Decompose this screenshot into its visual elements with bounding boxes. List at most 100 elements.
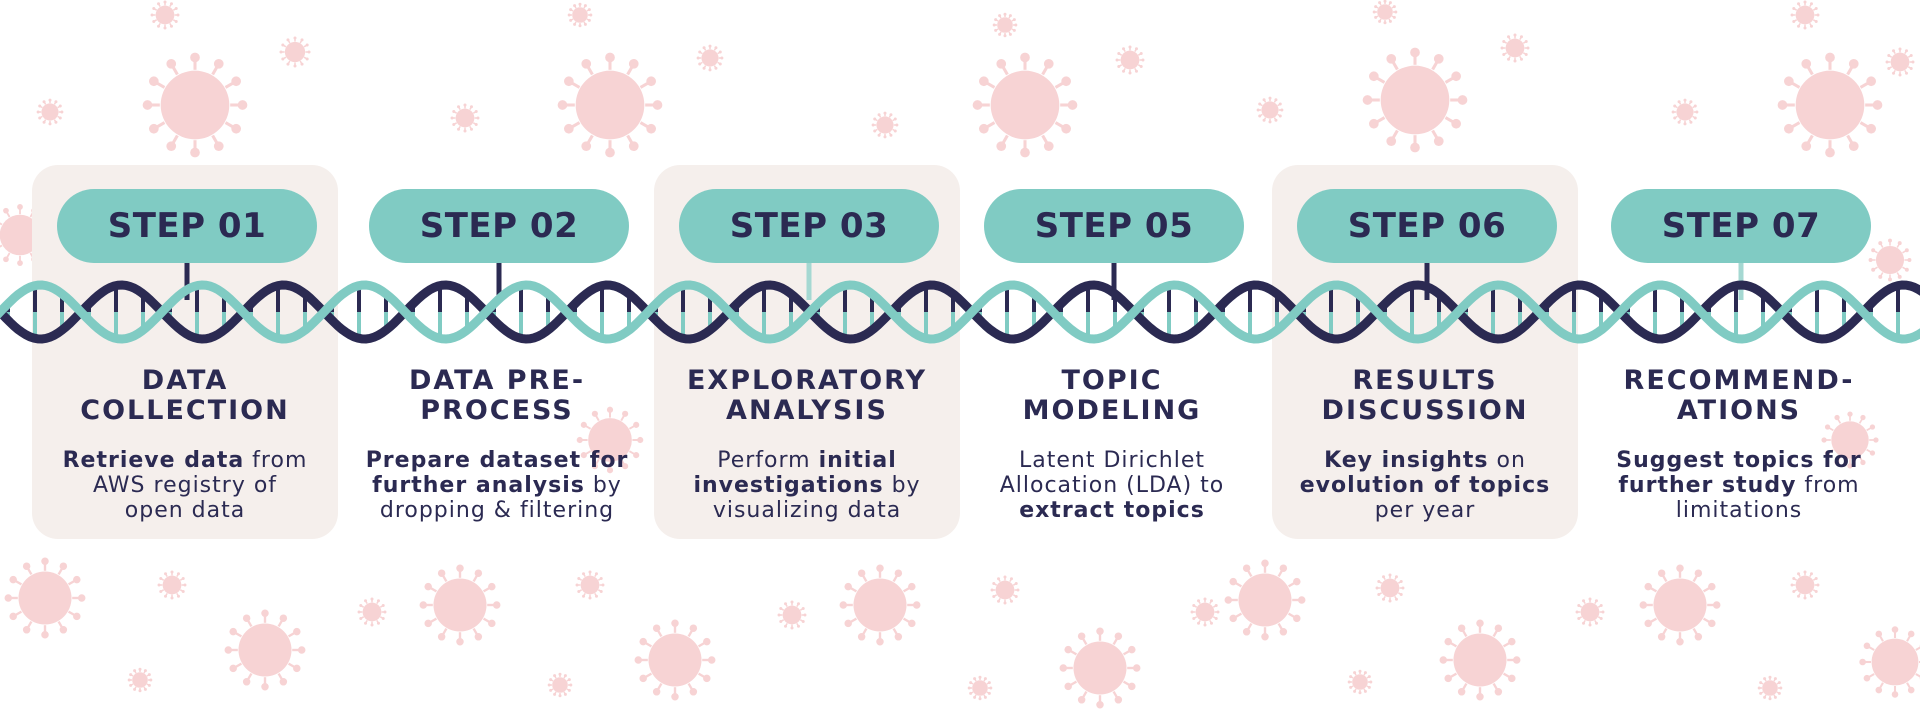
virus-icon: [547, 672, 573, 698]
description-text: limitations: [1675, 498, 1803, 523]
description-text: from: [1796, 473, 1860, 498]
virus-icon: [4, 557, 86, 639]
step-title-line: PROCESS: [420, 395, 574, 426]
step-description-line: per year: [1270, 498, 1580, 523]
step-title-line: DATA: [141, 365, 229, 396]
virus-icon: [1190, 597, 1220, 627]
dna-backbone: [0, 280, 1920, 344]
step-description-line: Suggest topics for: [1584, 448, 1894, 473]
step-title-line: RECOMMEND-: [1623, 365, 1855, 396]
step-title: DATA PRE-PROCESS: [342, 366, 652, 426]
virus-icon: [634, 619, 716, 701]
virus-icon: [1372, 0, 1398, 25]
step-description-line: open data: [30, 498, 340, 523]
step-title-line: EXPLORATORY: [686, 365, 928, 396]
step-description-line: Perform initial: [652, 448, 962, 473]
virus-icon: [839, 564, 921, 646]
step-description-line: evolution of topics: [1270, 473, 1580, 498]
step-title-line: DISCUSSION: [1321, 395, 1529, 426]
step-description-line: dropping & filtering: [342, 498, 652, 523]
virus-icon: [1868, 238, 1912, 282]
description-text: dropping & filtering: [379, 498, 615, 523]
virus-icon: [1790, 0, 1820, 30]
description-text: visualizing data: [712, 498, 902, 523]
description-emphasis: Key insights: [1324, 448, 1489, 473]
step-label-pill: STEP 07: [1611, 189, 1871, 263]
description-text: Allocation (LDA) to: [999, 473, 1225, 498]
virus-icon: [777, 600, 807, 630]
step-label-pill: STEP 05: [984, 189, 1244, 263]
description-text: AWS registry of: [92, 473, 278, 498]
virus-icon: [1115, 45, 1145, 75]
virus-icon: [972, 52, 1078, 158]
description-emphasis: Suggest topics for: [1616, 448, 1862, 473]
step-title-line: ANALYSIS: [726, 395, 888, 426]
virus-icon: [576, 406, 644, 474]
description-emphasis: initial: [818, 448, 897, 473]
step-title-line: DATA PRE-: [408, 365, 586, 396]
step-description-line: extract topics: [957, 498, 1267, 523]
virus-icon: [419, 564, 501, 646]
virus-icon: [567, 2, 593, 28]
virus-icon: [450, 103, 480, 133]
virus-icon: [1059, 627, 1141, 709]
step-label-pill: STEP 01: [57, 189, 317, 263]
step-description-line: Key insights on: [1270, 448, 1580, 473]
description-text: Latent Dirichlet: [1019, 448, 1205, 473]
virus-icon: [224, 609, 306, 691]
virus-icon: [1224, 559, 1306, 641]
description-text: from: [244, 448, 308, 473]
virus-icon: [557, 52, 663, 158]
virus-icon: [696, 44, 724, 72]
virus-icon: [992, 12, 1018, 38]
step-description-line: Allocation (LDA) to: [957, 473, 1267, 498]
virus-icon: [1347, 669, 1373, 695]
step-title-line: COLLECTION: [80, 395, 290, 426]
description-text: by: [883, 473, 921, 498]
step-title-line: MODELING: [1022, 395, 1202, 426]
description-text: by: [584, 473, 622, 498]
step-description-line: further analysis by: [342, 473, 652, 498]
virus-icon: [967, 675, 993, 701]
virus-icon: [1777, 52, 1883, 158]
virus-icon: [142, 52, 248, 158]
description-emphasis: investigations: [693, 473, 884, 498]
description-text: open data: [124, 498, 246, 523]
step-description-line: Latent Dirichlet: [957, 448, 1267, 473]
virus-icon: [1885, 47, 1915, 77]
virus-icon: [1256, 96, 1284, 124]
virus-icon: [1790, 570, 1820, 600]
description-text: Perform: [717, 448, 819, 473]
step-title-line: ATIONS: [1676, 395, 1802, 426]
virus-icon: [1859, 626, 1920, 698]
virus-icon: [1500, 33, 1530, 63]
step-description-line: Prepare dataset for: [342, 448, 652, 473]
step-description-line: limitations: [1584, 498, 1894, 523]
step-description-line: Retrieve data from: [30, 448, 340, 473]
virus-icon: [1575, 597, 1605, 627]
virus-icon: [1439, 619, 1521, 701]
step-description-line: investigations by: [652, 473, 962, 498]
dna-backbone: [0, 280, 1920, 344]
virus-icon: [36, 98, 64, 126]
step-title-line: RESULTS: [1352, 365, 1498, 396]
virus-icon: [150, 0, 180, 30]
virus-icon: [1671, 98, 1699, 126]
virus-icon: [357, 597, 387, 627]
step-description-line: AWS registry of: [30, 473, 340, 498]
description-text: on: [1488, 448, 1526, 473]
